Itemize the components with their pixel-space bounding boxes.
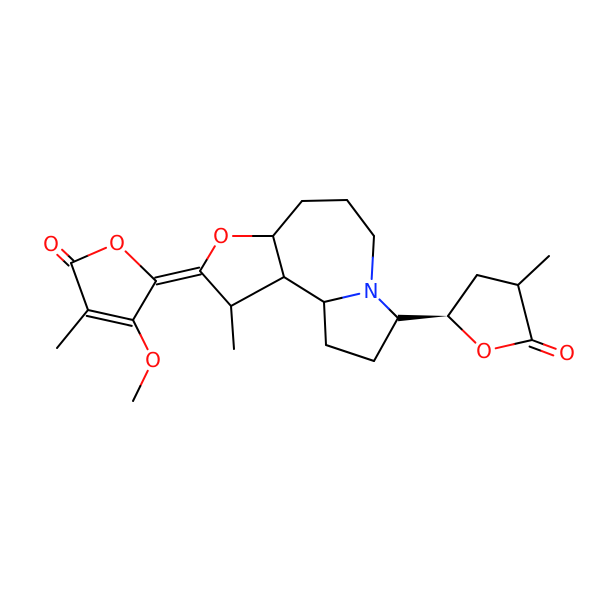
bond-C9-C10 (325, 344, 375, 362)
bond-C5-C4 (132, 280, 157, 321)
bond-Ck-Ol-a (70, 254, 90, 264)
bond-C5-C2-2 (154, 266, 201, 279)
nitrogen-atom-label: N (364, 279, 379, 303)
bond-Om-Cme-b (132, 384, 142, 402)
bond-C7a-C7 (272, 200, 303, 237)
bond-Ck-Ok-2-a (61, 259, 70, 267)
oxygen-atom-label: O (559, 341, 575, 365)
bond-Om-Cme-a (139, 369, 149, 387)
bond-Ck-Ok-2-b (56, 253, 64, 262)
bond-Ck-Ok-1-b (61, 248, 69, 257)
bond-C3-Me3 (56, 309, 89, 349)
bond-Ol-C5-a (124, 250, 142, 268)
bond-Ck-Ok-1-a (66, 254, 75, 262)
bond-C6-C5a (346, 199, 375, 237)
bond-C1-Me1 (230, 305, 235, 350)
bond-Cc-Or-a (512, 339, 533, 346)
bond-C4-C3-2 (85, 314, 133, 327)
bond-C7-C6 (301, 199, 348, 202)
bond-Or-C2p-b (447, 315, 463, 331)
bond-C4-Om-a (132, 319, 142, 336)
bond-Cc-Oex-2-b (540, 349, 555, 357)
bond-C9a-C9 (323, 301, 327, 346)
bond-C10-C3p (373, 317, 399, 362)
bond-Cc-Or-b (494, 343, 515, 350)
bond-Cc-Oex-1-b (542, 343, 557, 350)
bond-Cc-Oex-1-a (531, 339, 545, 346)
wedge-bond-C2p-C3p (397, 314, 448, 322)
bond-C2-Ot-a (199, 257, 209, 272)
bond-C3p-N-b (378, 298, 390, 310)
bond-Cc-Oex-2-a (528, 345, 543, 352)
bond-C4-Om-b (139, 333, 149, 351)
bond-Ca-MeA (517, 255, 550, 286)
bond-N-C9a-b (323, 296, 343, 303)
bond-Cb-Ca (476, 274, 519, 286)
atom-label-layer: O O O O N O O (43, 224, 575, 372)
bond-C5-C2-1 (155, 273, 202, 286)
bond-C5a-N-a (371, 235, 375, 259)
bond-C3p-N-a (387, 307, 399, 319)
bond-C2p-Cb (447, 274, 478, 317)
bond-C4-C3-1 (87, 309, 134, 321)
oxygen-atom-label: O (213, 224, 229, 248)
bond-layer (56, 199, 557, 402)
bond-Ca-Cc (517, 284, 533, 341)
bond-C3-Ck (70, 262, 89, 311)
bond-C1-C2 (199, 270, 232, 307)
oxygen-atom-label: O (109, 231, 125, 255)
bond-Ck-Ol-b (87, 246, 107, 257)
bond-C8b-C1 (230, 276, 285, 307)
bond-Ol-C5-b (139, 265, 157, 282)
oxygen-atom-label: O (43, 232, 59, 256)
bond-C2-Ot-b (206, 245, 216, 260)
bond-C7a-C8b (272, 235, 285, 278)
bond-C9a-C8b (283, 276, 325, 303)
bond-Or-C2p-a (460, 328, 477, 344)
oxygen-atom-label: O (145, 348, 161, 372)
bond-C5a-N-b (370, 256, 374, 281)
bond-N-C9a-a (340, 292, 361, 299)
oxygen-atom-label: O (476, 339, 492, 363)
